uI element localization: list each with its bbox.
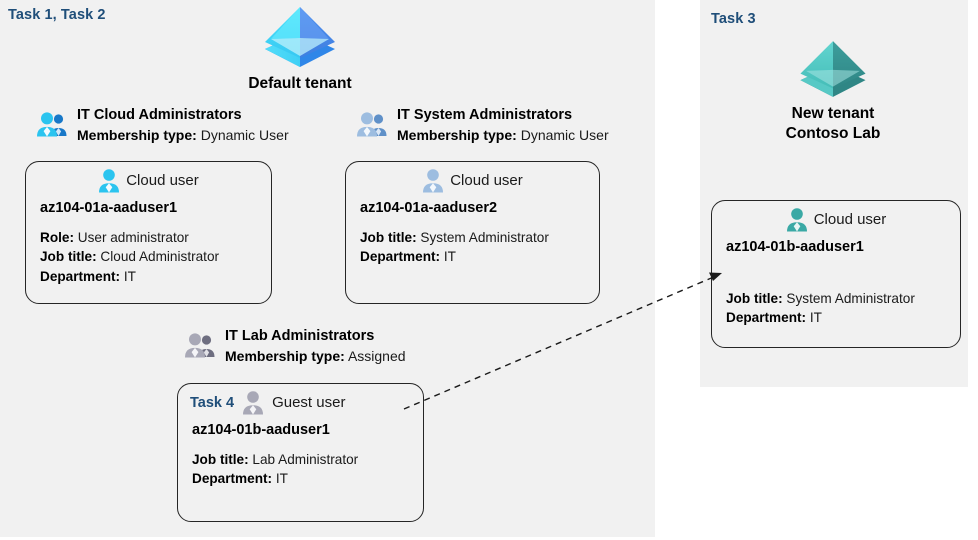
default-tenant-panel — [0, 0, 655, 537]
guest-user-icon — [243, 391, 264, 415]
task-label-1-2: Task 1, Task 2 — [8, 7, 106, 23]
attribute-value: System Administrator — [420, 230, 549, 245]
group-membership-type: Membership type: Assigned — [225, 347, 406, 367]
group-name: IT Lab Administrators — [225, 328, 375, 344]
cloud-user-icon — [786, 208, 807, 232]
attribute-row: Job title: System Administrator — [726, 289, 960, 308]
card-user-name: az104-01b-aaduser1 — [192, 422, 330, 438]
attribute-value: IT — [809, 310, 822, 326]
attribute-label: Job title: — [192, 452, 249, 467]
azure-tenant-icon — [265, 7, 335, 67]
group-users-icon — [357, 112, 387, 137]
group-header-it-cloud-administrators: IT Cloud Administrators Membership type:… — [36, 105, 289, 145]
group-membership-type: Membership type: Dynamic User — [77, 126, 289, 146]
attribute-row: Department: IT — [192, 469, 423, 488]
attribute-value: User administrator — [77, 230, 189, 245]
new-tenant-user-card: Cloud user az104-01b-aaduser1 Job title:… — [711, 200, 961, 348]
attribute-row: Job title: Cloud Administrator — [40, 247, 271, 266]
attribute-row: Job title: System Administrator — [360, 228, 599, 247]
attribute-row: Role: User administrator — [40, 228, 271, 247]
group-users-icon — [37, 112, 67, 137]
new-tenant-name: New tenant Contoso Lab — [785, 105, 881, 143]
attribute-value: IT — [275, 471, 288, 487]
card-attributes: Job title: System Administrator Departme… — [346, 216, 599, 267]
task-label-4: Task 4 — [190, 394, 235, 411]
cloud-user-icon — [99, 169, 120, 193]
card-user-name: az104-01a-aaduser1 — [40, 200, 178, 216]
attribute-row: Job title: Lab Administrator — [192, 450, 423, 469]
azure-tenant-icon — [800, 41, 866, 97]
group-name: IT System Administrators — [397, 107, 573, 123]
card-user-name: az104-01a-aaduser2 — [360, 200, 498, 216]
card-attributes: Role: User administrator Job title: Clou… — [26, 216, 271, 286]
attribute-label: Job title: — [726, 291, 783, 306]
attribute-value: IT — [443, 249, 456, 265]
cloud-user-card-aaduser1: Cloud user az104-01a-aaduser1 Role: User… — [25, 161, 272, 304]
attribute-value: Cloud Administrator — [100, 249, 220, 265]
group-membership-type: Membership type: Dynamic User — [397, 126, 609, 146]
attribute-row: Department: IT — [360, 247, 599, 266]
group-membership-value: Dynamic User — [200, 126, 289, 143]
attribute-value: Lab Administrator — [252, 452, 359, 467]
attribute-label: Job title: — [360, 230, 417, 245]
card-user-type: Cloud user — [450, 172, 523, 189]
card-header: Cloud user — [26, 162, 271, 193]
group-membership-label: Membership type: — [397, 126, 517, 143]
attribute-value: System Administrator — [786, 291, 915, 306]
new-tenant-block: New tenant Contoso Lab — [733, 36, 933, 145]
card-header: Cloud user — [346, 162, 599, 193]
attribute-label: Department: — [40, 268, 121, 284]
attribute-label: Role: — [40, 230, 74, 245]
group-membership-value: Assigned — [347, 347, 406, 364]
group-users-icon — [185, 333, 215, 358]
group-membership-value: Dynamic User — [520, 126, 609, 143]
attribute-value: IT — [123, 268, 136, 284]
card-header: Cloud user — [712, 201, 960, 232]
cloud-user-card-aaduser2: Cloud user az104-01a-aaduser2 Job title:… — [345, 161, 600, 304]
attribute-label: Department: — [192, 471, 273, 487]
attribute-label: Department: — [360, 249, 441, 265]
task-label-3: Task 3 — [711, 11, 756, 27]
group-header-it-system-administrators: IT System Administrators Membership type… — [356, 105, 609, 145]
group-header-it-lab-administrators: IT Lab Administrators Membership type: A… — [184, 326, 406, 366]
group-membership-label: Membership type: — [225, 347, 345, 364]
card-user-type: Cloud user — [126, 172, 199, 189]
attribute-label: Department: — [726, 310, 807, 326]
card-attributes: Job title: System Administrator Departme… — [712, 255, 960, 328]
attribute-row: Department: IT — [726, 308, 960, 327]
card-attributes: Job title: Lab Administrator Department:… — [178, 438, 423, 489]
group-membership-label: Membership type: — [77, 126, 197, 143]
card-user-type: Guest user — [272, 394, 346, 411]
attribute-row: Department: IT — [40, 267, 271, 286]
card-user-name: az104-01b-aaduser1 — [726, 239, 864, 255]
group-name: IT Cloud Administrators — [77, 107, 242, 123]
attribute-label: Job title: — [40, 249, 97, 265]
default-tenant-block: Default tenant — [205, 2, 395, 94]
card-user-type: Cloud user — [813, 211, 887, 228]
guest-user-card: Task 4 Guest user az104-01b-aaduser1 Job… — [177, 383, 424, 522]
card-header: Task 4 Guest user — [178, 384, 423, 415]
cloud-user-icon — [423, 169, 444, 193]
default-tenant-name: Default tenant — [248, 75, 352, 92]
